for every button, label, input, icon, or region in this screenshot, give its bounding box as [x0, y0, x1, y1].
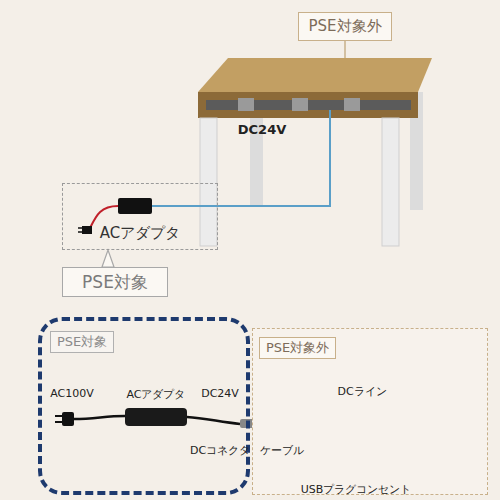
- node-text: ACアダプタ: [100, 224, 180, 243]
- part-label: DCコネクタ: [190, 443, 250, 458]
- node-text: PSE対象外: [259, 337, 336, 359]
- node-text: PSE対象: [82, 271, 148, 294]
- category-label: PSE対象: [62, 267, 168, 297]
- node-text: PSE対象外: [308, 17, 381, 36]
- part-label: USBプラグコンセント: [301, 482, 412, 497]
- callout-connector: [102, 250, 114, 267]
- part-label: ACアダプタ: [126, 387, 185, 402]
- part-label: DCライン: [337, 384, 386, 399]
- category-label: PSE対象外: [298, 12, 392, 41]
- non-pse-region: PSE対象外: [252, 328, 488, 495]
- pse-region: PSE対象: [38, 317, 250, 495]
- adapter-region: ACアダプタ: [62, 183, 218, 250]
- part-label: AC100V: [50, 387, 94, 400]
- voltage-label: DC24V: [201, 387, 239, 400]
- part-label: ケーブル: [260, 443, 304, 458]
- voltage-label: DC24V: [238, 122, 286, 137]
- node-text: PSE対象: [50, 331, 114, 353]
